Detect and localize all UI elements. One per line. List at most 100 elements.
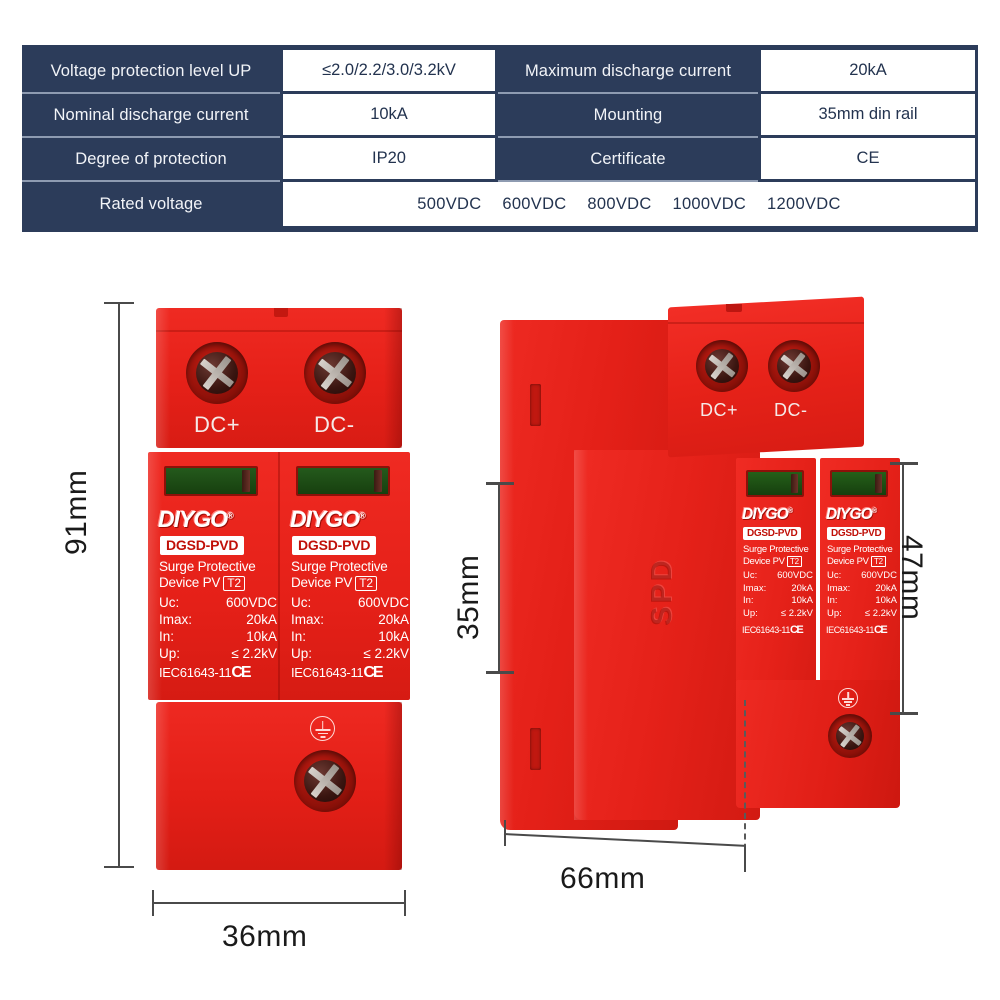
parameter-row: Up:≤ 2.2kV xyxy=(159,646,277,661)
spec-value-maximum-discharge-current: 20kA xyxy=(758,50,978,94)
top-seam-line xyxy=(156,330,402,332)
brand-logo: DIYGO® xyxy=(290,506,366,532)
ground-terminal-screw xyxy=(828,714,872,758)
top-notch xyxy=(726,304,742,312)
specification-table: Voltage protection level UP ≤2.0/2.2/3.0… xyxy=(22,45,978,232)
side-main-body: SPD xyxy=(574,450,760,820)
screw-head xyxy=(304,760,346,802)
parameter-row: In:10kA xyxy=(743,595,813,606)
registered-trademark-icon: ® xyxy=(787,507,793,515)
model-badge: DGSD-PVD xyxy=(160,536,245,555)
parameter-row: Uc:600VDC xyxy=(827,570,897,581)
parameter-row: Up:≤ 2.2kV xyxy=(827,607,897,619)
spec-value-mounting: 35mm din rail xyxy=(758,94,978,138)
dimension-label-66mm: 66mm xyxy=(560,862,646,895)
terminal-screw-negative xyxy=(768,340,820,392)
table-top-padding xyxy=(22,45,978,50)
rail-slot-lower xyxy=(530,728,541,770)
table-row: Nominal discharge current 10kA Mounting … xyxy=(22,94,978,138)
screw-head xyxy=(777,349,811,383)
spec-label-nominal-discharge-current: Nominal discharge current xyxy=(22,94,280,138)
spec-label-certificate: Certificate xyxy=(498,138,758,182)
product-description: Surge Protective Device PV T2 xyxy=(743,544,809,567)
brand-logo: DIYGO® xyxy=(826,506,877,523)
pole-module-1: DIYGO® DGSD-PVD Surge Protective Device … xyxy=(148,452,278,700)
spec-value-nominal-discharge-current: 10kA xyxy=(280,94,498,138)
parameter-list: Uc:600VDC Imax:20kA In:10kA Up:≤ 2.2kV xyxy=(827,570,897,620)
parameter-row: Imax:20kA xyxy=(291,612,409,627)
parameter-row: Up:≤ 2.2kV xyxy=(743,607,813,619)
terminal-label-dc-negative: DC- xyxy=(314,412,355,437)
ground-symbol-icon xyxy=(310,716,335,741)
parameter-row: Uc:600VDC xyxy=(159,595,277,610)
standard-line: IEC61643-11CE xyxy=(826,624,888,636)
dimension-label-91mm: 91mm xyxy=(60,469,93,555)
status-indicator-window xyxy=(296,466,390,496)
terminal-label-dc-positive: DC+ xyxy=(194,412,241,437)
side-upper-terminal-block: DC+ DC- xyxy=(668,296,864,458)
spec-label-rated-voltage: Rated voltage xyxy=(22,182,280,226)
spec-value-certificate: CE xyxy=(758,138,978,182)
screw-head xyxy=(314,352,356,394)
model-badge: DGSD-PVD xyxy=(743,527,802,540)
shadow-right xyxy=(384,308,402,448)
screw-head xyxy=(196,352,238,394)
screw-head xyxy=(836,722,864,750)
spec-label-voltage-protection-level: Voltage protection level UP xyxy=(22,50,280,94)
dimension-label-47mm: 47mm xyxy=(895,535,928,621)
spec-label-mounting: Mounting xyxy=(498,94,758,138)
registered-trademark-icon: ® xyxy=(871,507,877,515)
screw-head xyxy=(705,349,739,383)
status-indicator-window xyxy=(830,470,888,497)
parameter-row: In:10kA xyxy=(827,595,897,606)
status-indicator-window xyxy=(746,470,804,497)
parameter-row: In:10kA xyxy=(291,629,409,644)
highlight-left xyxy=(500,320,514,830)
parameter-row: Imax:20kA xyxy=(827,582,897,594)
reference-dashed-line xyxy=(744,700,746,860)
top-seam-line xyxy=(668,322,864,324)
rated-voltage-option: 1000VDC xyxy=(672,194,747,213)
spec-label-degree-of-protection: Degree of protection xyxy=(22,138,280,182)
rail-slot-upper xyxy=(530,384,541,426)
ground-terminal-screw xyxy=(294,750,356,812)
ce-mark-icon: CE xyxy=(231,664,251,681)
ce-mark-icon: CE xyxy=(363,664,383,681)
front-upper-terminal-block: DC+ DC- xyxy=(156,308,402,448)
parameter-row: Uc:600VDC xyxy=(291,595,409,610)
table-row-rated-voltage: Rated voltage 500VDC 600VDC 800VDC 1000V… xyxy=(22,182,978,226)
parameter-row: Up:≤ 2.2kV xyxy=(291,646,409,661)
highlight-left xyxy=(156,308,170,448)
spec-value-rated-voltage: 500VDC 600VDC 800VDC 1000VDC 1200VDC xyxy=(280,182,978,226)
table-bottom-padding xyxy=(22,226,978,232)
model-badge: DGSD-PVD xyxy=(292,536,377,555)
parameter-row: Imax:20kA xyxy=(159,612,277,627)
rated-voltage-option: 600VDC xyxy=(502,194,567,213)
type-badge: T2 xyxy=(871,555,886,567)
side-view-product: SPD DC+ DC- xyxy=(500,296,900,842)
standard-line: IEC61643-11CE xyxy=(291,664,384,681)
registered-trademark-icon: ® xyxy=(227,510,234,521)
rated-voltage-option: 1200VDC xyxy=(767,194,841,213)
spec-value-degree-of-protection: IP20 xyxy=(280,138,498,182)
registered-trademark-icon: ® xyxy=(359,510,366,521)
standard-line: IEC61643-11CE xyxy=(159,664,252,681)
highlight-left xyxy=(574,450,588,820)
pole-divider xyxy=(278,452,280,700)
pole-module-2: DIYGO® DGSD-PVD Surge Protective Device … xyxy=(280,452,410,700)
terminal-screw-negative xyxy=(304,342,366,404)
ce-mark-icon: CE xyxy=(789,624,804,636)
front-main-body: DIYGO® DGSD-PVD Surge Protective Device … xyxy=(148,452,410,700)
parameter-list: Uc:600VDC Imax:20kA In:10kA Up:≤ 2.2kV xyxy=(159,594,277,662)
ground-symbol-icon xyxy=(838,688,858,708)
spec-label-maximum-discharge-current: Maximum discharge current xyxy=(498,50,758,94)
brand-logo: DIYGO® xyxy=(158,506,234,532)
parameter-row: Imax:20kA xyxy=(743,582,813,594)
dimension-label-36mm: 36mm xyxy=(222,920,308,953)
ce-mark-icon: CE xyxy=(873,624,888,636)
highlight-left xyxy=(148,452,162,700)
parameter-row: Uc:600VDC xyxy=(743,570,813,581)
